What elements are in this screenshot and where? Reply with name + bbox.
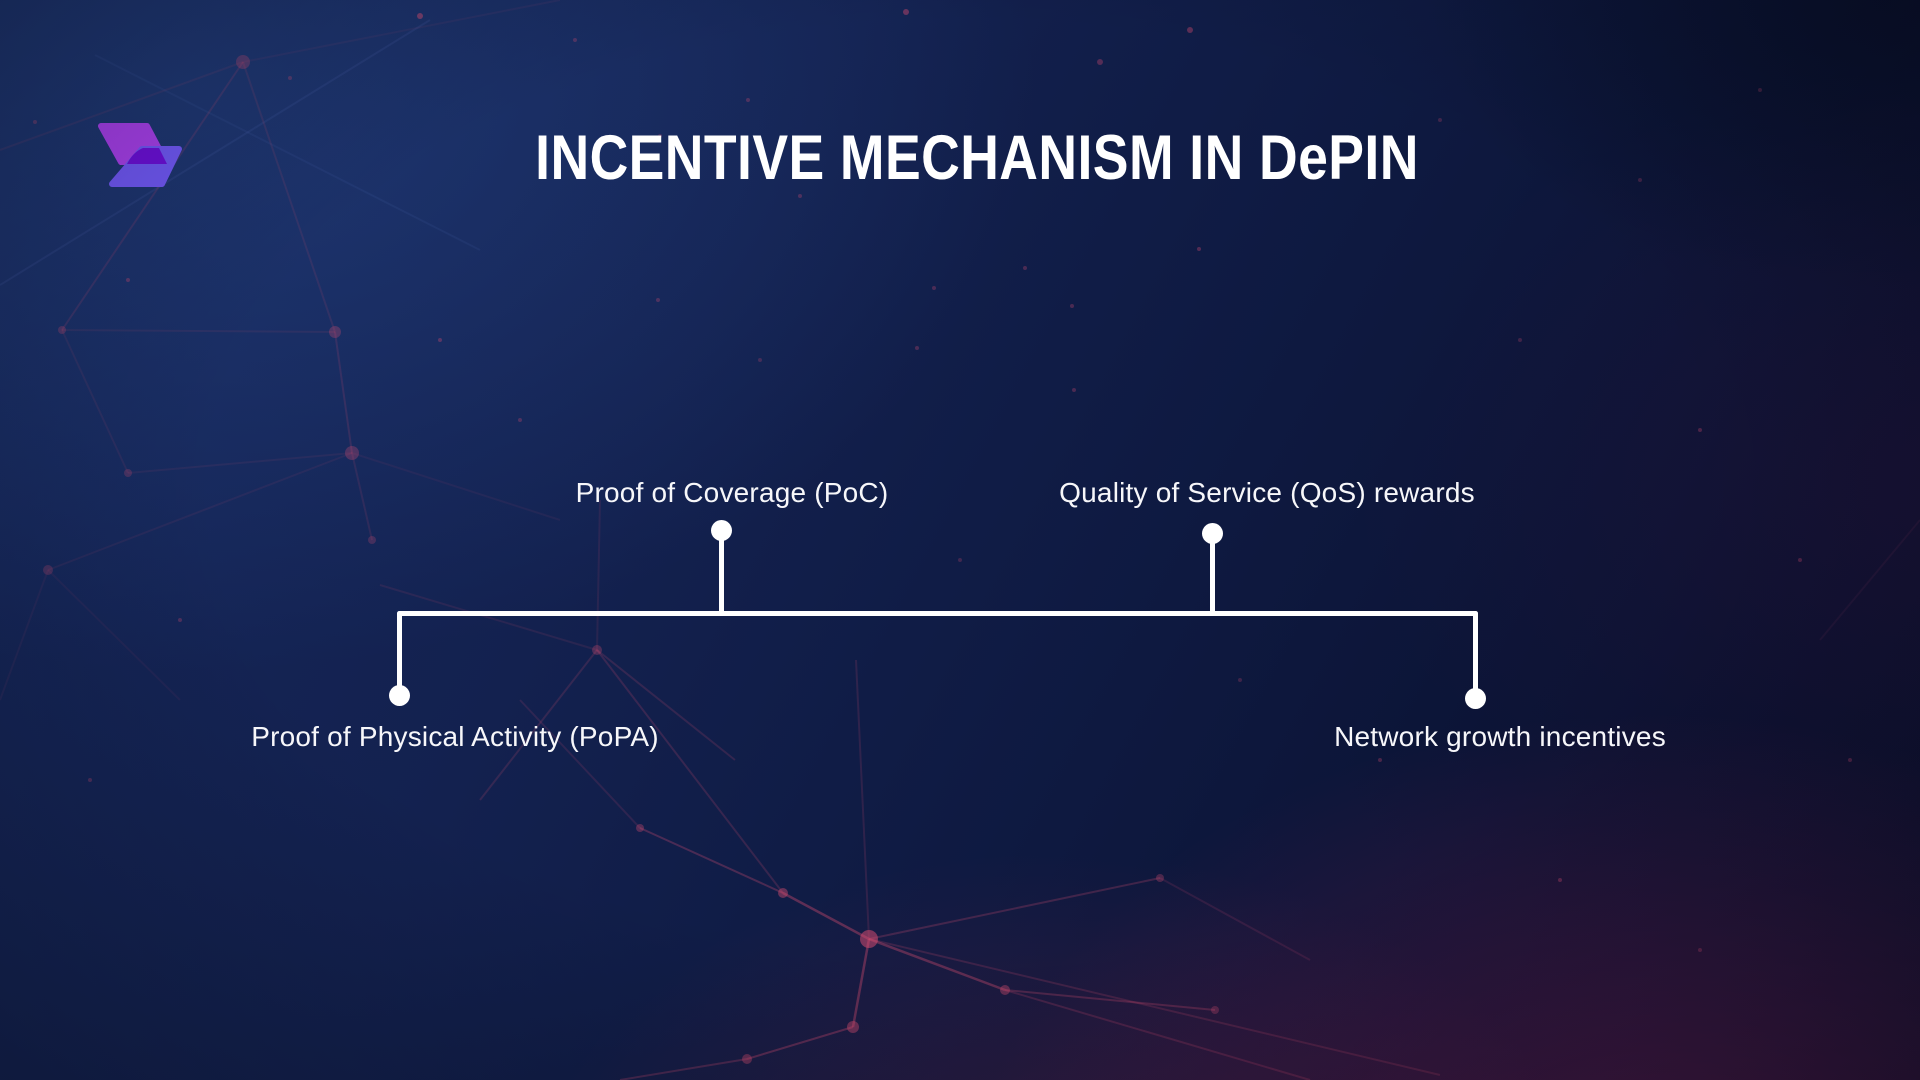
brand-logo-icon — [85, 116, 185, 194]
label-quality-of-service-rewards: Quality of Service (QoS) rewards — [1059, 477, 1475, 508]
label-proof-of-physical-activity: Proof of Physical Activity (PoPA) — [251, 721, 659, 752]
node-dot-popa — [389, 685, 410, 706]
bracket-horizontal-line — [397, 611, 1478, 616]
label-proof-of-coverage: Proof of Coverage (PoC) — [575, 477, 889, 508]
node-dot-ngi — [1465, 688, 1486, 709]
connector-poc — [719, 531, 724, 616]
label-network-growth-incentives: Network growth incentives — [1334, 721, 1666, 752]
node-dot-qos — [1202, 523, 1223, 544]
brand-wing-mark-icon — [98, 123, 182, 187]
slide-title: INCENTIVE MECHANISM IN DePIN — [535, 123, 1419, 193]
node-dot-poc — [711, 520, 732, 541]
connector-popa — [397, 611, 402, 696]
connector-ngi — [1473, 611, 1478, 699]
connector-qos — [1210, 534, 1215, 616]
